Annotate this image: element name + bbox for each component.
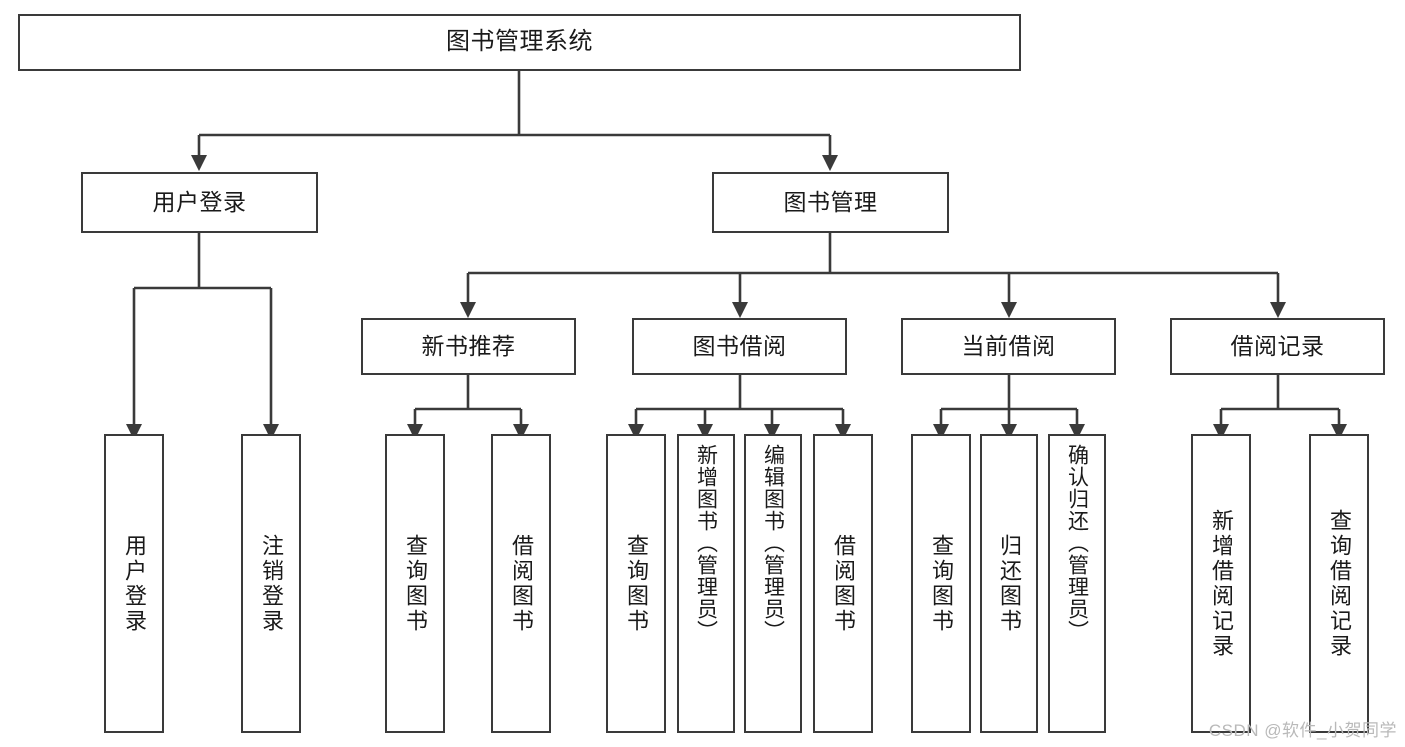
node-label: 图书管理系统 <box>446 28 593 56</box>
node-borrow-record[interactable]: 借阅记录 <box>1170 318 1385 375</box>
leaf-user-login[interactable]: 用户登录 <box>104 434 164 733</box>
leaf-borrow-book-recommend[interactable]: 借阅图书 <box>491 434 551 733</box>
node-label: 查询图书 <box>403 533 428 634</box>
node-label: 新增图书（管理员） <box>694 444 718 642</box>
node-label: 查询图书 <box>929 533 954 634</box>
node-label: 注销登录 <box>259 533 284 634</box>
leaf-confirm-return-admin[interactable]: 确认归还（管理员） <box>1048 434 1106 733</box>
leaf-return-book[interactable]: 归还图书 <box>980 434 1038 733</box>
node-label: 新书推荐 <box>421 332 516 359</box>
node-label: 借阅记录 <box>1230 332 1325 359</box>
node-label: 归还图书 <box>997 533 1022 634</box>
leaf-add-borrow-record[interactable]: 新增借阅记录 <box>1191 434 1251 733</box>
node-label: 查询图书 <box>624 533 649 634</box>
leaf-edit-book-admin[interactable]: 编辑图书（管理员） <box>744 434 802 733</box>
node-book-management[interactable]: 图书管理 <box>712 172 949 233</box>
node-label: 借阅图书 <box>509 533 534 634</box>
node-label: 编辑图书（管理员） <box>761 444 785 642</box>
node-label: 借阅图书 <box>831 533 856 634</box>
node-label: 确认归还（管理员） <box>1065 444 1089 642</box>
node-label: 查询借阅记录 <box>1327 508 1352 659</box>
node-label: 图书借阅 <box>692 332 787 359</box>
node-label: 图书管理 <box>783 188 878 215</box>
node-label: 当前借阅 <box>961 332 1056 359</box>
node-book-borrow[interactable]: 图书借阅 <box>632 318 847 375</box>
node-label: 用户登录 <box>122 533 147 634</box>
leaf-logout[interactable]: 注销登录 <box>241 434 301 733</box>
csdn-watermark: CSDN @软件_小贺同学 <box>1208 721 1397 740</box>
leaf-query-book-borrow[interactable]: 查询图书 <box>606 434 666 733</box>
leaf-query-book-recommend[interactable]: 查询图书 <box>385 434 445 733</box>
node-user-login[interactable]: 用户登录 <box>81 172 318 233</box>
leaf-query-book-current[interactable]: 查询图书 <box>911 434 971 733</box>
node-current-borrow[interactable]: 当前借阅 <box>901 318 1116 375</box>
node-label: 新增借阅记录 <box>1209 508 1234 659</box>
leaf-borrow-book[interactable]: 借阅图书 <box>813 434 873 733</box>
leaf-add-book-admin[interactable]: 新增图书（管理员） <box>677 434 735 733</box>
node-root-system[interactable]: 图书管理系统 <box>18 14 1021 71</box>
leaf-query-borrow-record[interactable]: 查询借阅记录 <box>1309 434 1369 733</box>
node-label: 用户登录 <box>152 188 247 215</box>
node-new-book-recommend[interactable]: 新书推荐 <box>361 318 576 375</box>
